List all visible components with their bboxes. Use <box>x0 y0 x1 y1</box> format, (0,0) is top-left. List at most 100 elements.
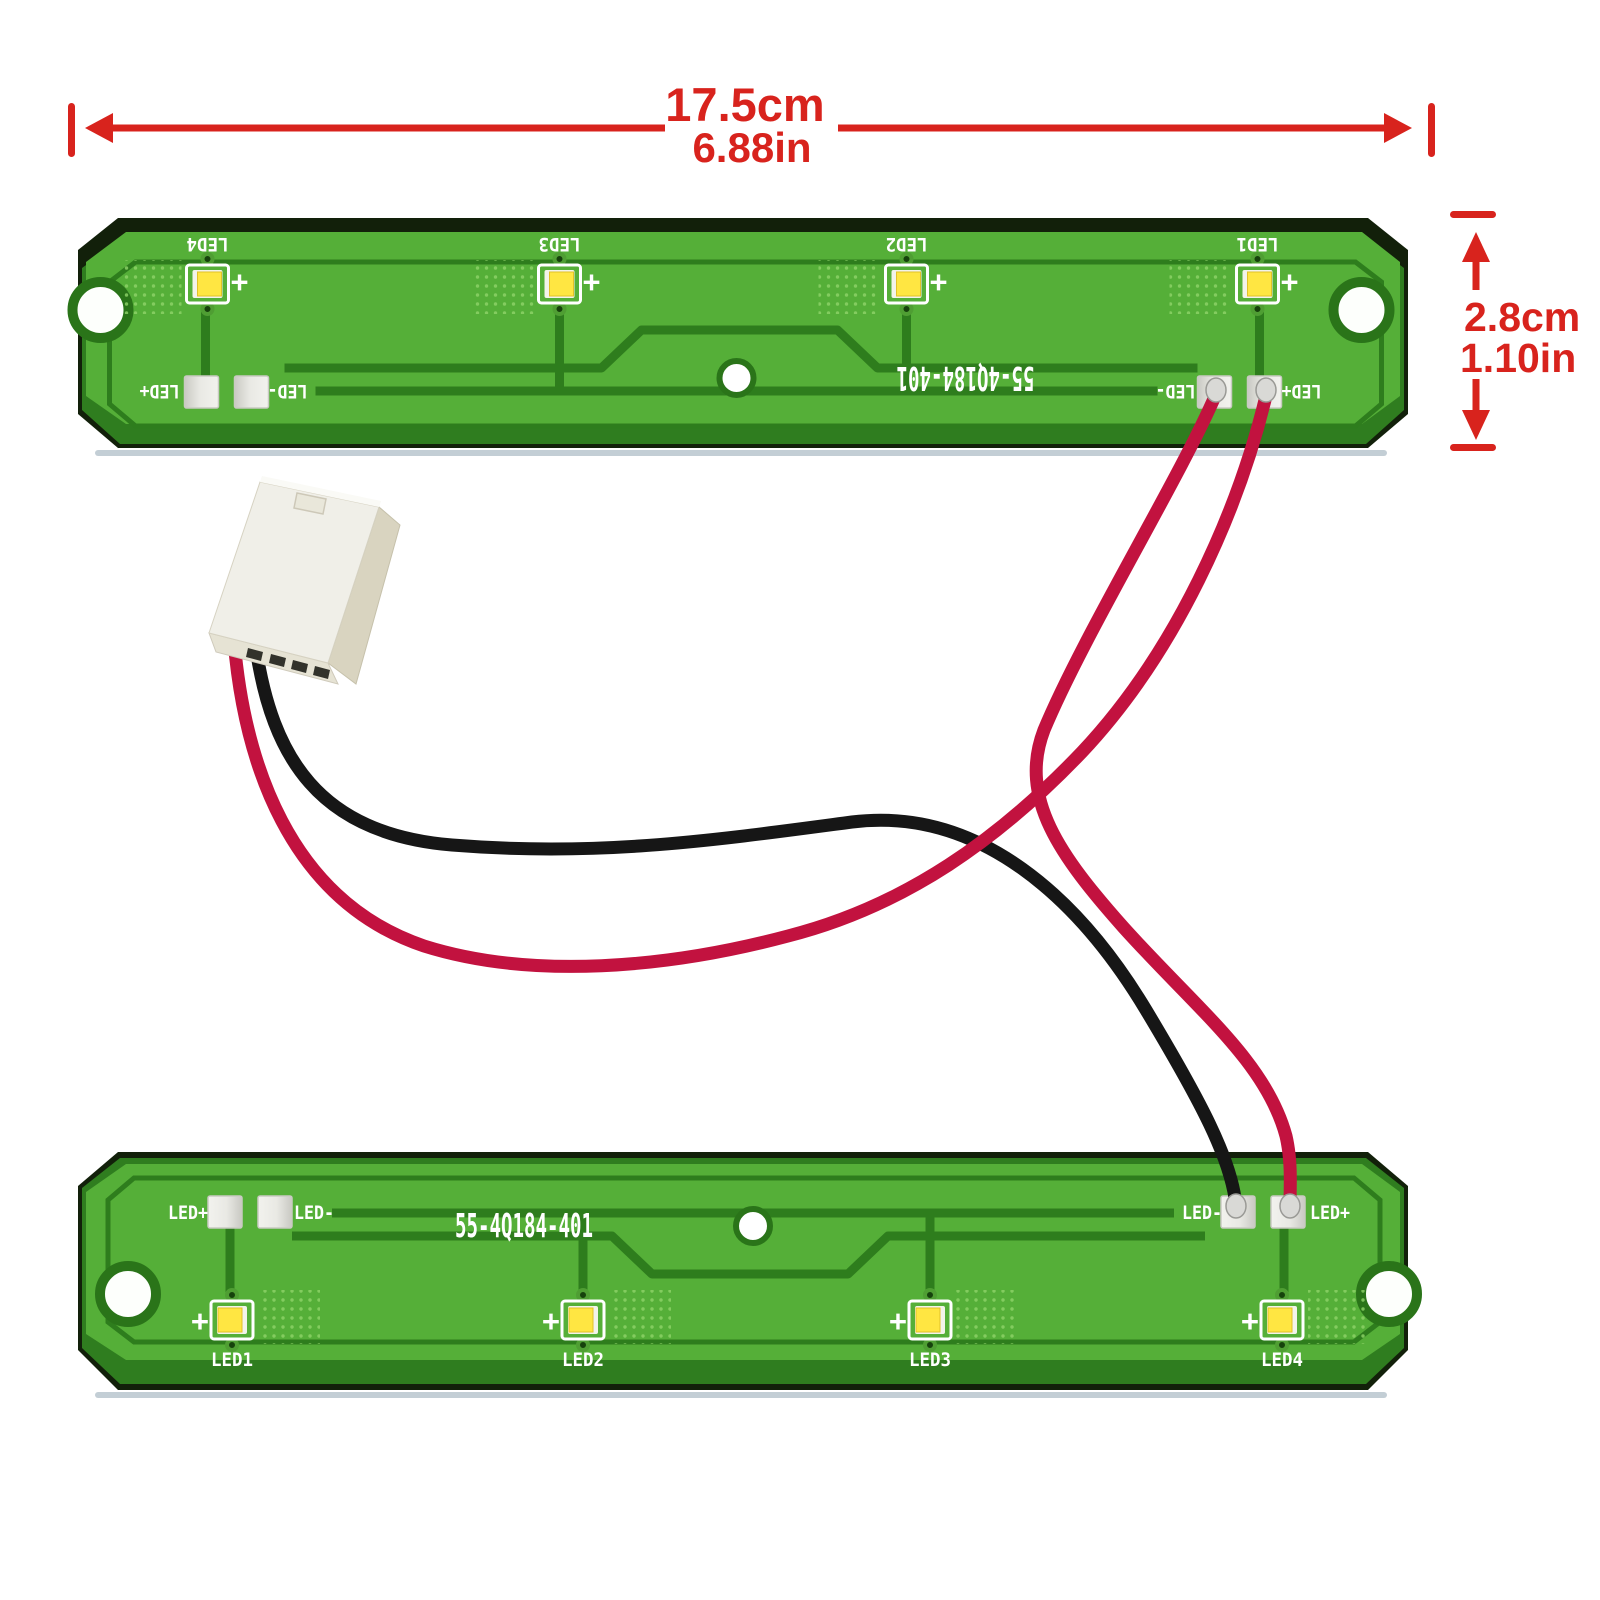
dots-texture <box>258 1290 320 1344</box>
solder-joint <box>1255 377 1277 403</box>
led-pad-dot-top <box>1250 302 1265 316</box>
led-pad-dot-top <box>200 302 215 316</box>
mounting-hole-left <box>1328 277 1395 343</box>
top-led-board: LED+ LED- LED- LED+ 55-4Q184-401 + LED1 <box>67 218 1408 456</box>
center-hole <box>733 1206 773 1246</box>
dimension-width: 17.5cm 6.88in <box>68 78 1435 171</box>
led: + LED1 <box>191 1288 255 1371</box>
led-chip <box>915 1307 941 1333</box>
bottom-led-board: LED+ LED- LED- LED+ 55-4Q184-401 + LED1 <box>78 1152 1422 1398</box>
led-pad-dot-top <box>899 302 914 316</box>
wire-black-connector-to-bottom <box>249 641 1243 1213</box>
led-frame <box>907 1299 953 1341</box>
dim-tick-right <box>1428 103 1435 157</box>
solder-joint <box>1279 1193 1301 1219</box>
led-chip <box>568 1307 594 1333</box>
pad-label: LED- <box>268 380 308 402</box>
led: + LED2 <box>542 1288 606 1371</box>
plus-mark: + <box>1241 1304 1258 1338</box>
dim-arrowhead-right <box>1384 113 1412 143</box>
led-label: LED2 <box>562 1349 604 1371</box>
dim-width-metric: 17.5cm <box>665 78 824 131</box>
wire-red-jumper-top-to-bottom <box>1029 387 1297 1213</box>
connector-top-edge <box>260 476 381 507</box>
led-frame <box>537 263 582 305</box>
part-number: 55-4Q184-401 <box>455 1206 593 1245</box>
power-connector <box>208 476 401 685</box>
dim-height-imperial: 1.10in <box>1460 335 1576 381</box>
led-pad-dot-top <box>923 1288 937 1302</box>
led-chip <box>197 271 222 297</box>
pin-slot <box>246 648 263 661</box>
led-label: LED1 <box>1237 233 1279 255</box>
board-reflection <box>95 450 1387 456</box>
led-label: LED1 <box>211 1349 253 1371</box>
led-frame <box>185 263 230 305</box>
dim-width-imperial: 6.88in <box>692 124 811 171</box>
led-frame <box>1235 263 1280 305</box>
led-frame <box>209 1299 255 1341</box>
plus-mark: + <box>191 1304 208 1338</box>
dim-line-left <box>110 124 665 132</box>
bottom-board-silkscreen: LED+ LED- LED- LED+ 55-4Q184-401 + LED1 <box>95 1175 1422 1371</box>
led: + LED1 <box>1235 233 1298 316</box>
led-chip <box>217 1307 243 1333</box>
plus-mark: + <box>930 266 947 300</box>
led-label: LED4 <box>1261 1349 1303 1371</box>
led-pad-dot-top <box>1275 1288 1289 1302</box>
board-reflection <box>95 1392 1387 1398</box>
connector-latch-tab <box>293 492 327 515</box>
led-chip <box>1247 271 1272 297</box>
pad-label: LED+ <box>140 380 180 402</box>
led-pad-dot-top <box>225 1288 239 1302</box>
led-chip <box>896 271 921 297</box>
connector-pin-slots <box>246 648 330 679</box>
led: + LED3 <box>889 1288 953 1371</box>
led: + LED2 <box>884 233 947 316</box>
dim-tick-top <box>1450 211 1496 218</box>
dots-texture <box>471 260 534 314</box>
dim-line-upper <box>1472 259 1480 290</box>
wire-red-connector-to-top <box>227 389 1273 973</box>
plus-mark: + <box>542 1304 559 1338</box>
dots-texture <box>818 260 881 314</box>
plus-mark: + <box>889 1304 906 1338</box>
dots-texture <box>956 1290 1018 1344</box>
plus-mark: + <box>231 266 248 300</box>
solder-joint <box>1225 1193 1247 1219</box>
pcb-trace-bump <box>284 325 1198 373</box>
center-hole <box>716 358 757 398</box>
solder-pad <box>257 1195 293 1229</box>
led-label: LED4 <box>187 233 229 255</box>
dim-height-metric: 2.8cm <box>1464 294 1580 340</box>
dimension-height: 2.8cm 1.10in <box>1450 211 1580 451</box>
dim-tick-left <box>68 103 75 157</box>
solder-pad <box>233 375 270 409</box>
led: + LED4 <box>1241 1288 1305 1371</box>
solder-pad <box>207 1195 243 1229</box>
led: + LED4 <box>185 233 248 316</box>
pad-label: LED- <box>294 1202 334 1224</box>
led-pad-dot-top <box>552 302 567 316</box>
led-label: LED3 <box>909 1349 951 1371</box>
solder-joint <box>1205 377 1227 403</box>
led-pad-dot-top <box>576 1288 590 1302</box>
pad-label: LED- <box>1182 1202 1222 1224</box>
pcb-trace-bump <box>292 1231 1205 1279</box>
pad-label: LED- <box>1156 380 1196 402</box>
dots-texture <box>119 260 182 314</box>
pad-label: LED+ <box>168 1202 208 1224</box>
dots-texture <box>1169 260 1232 314</box>
plus-mark: + <box>583 266 600 300</box>
led-label: LED2 <box>886 233 928 255</box>
pad-label: LED+ <box>1282 380 1322 402</box>
led-frame <box>1259 1299 1305 1341</box>
part-number: 55-4Q184-401 <box>897 359 1035 398</box>
plus-mark: + <box>1281 266 1298 300</box>
dim-arrowhead-down <box>1462 410 1490 440</box>
led-frame <box>560 1299 606 1341</box>
dots-texture <box>609 1290 671 1344</box>
dim-arrowhead-up <box>1462 232 1490 262</box>
mounting-hole-left <box>95 1261 161 1327</box>
